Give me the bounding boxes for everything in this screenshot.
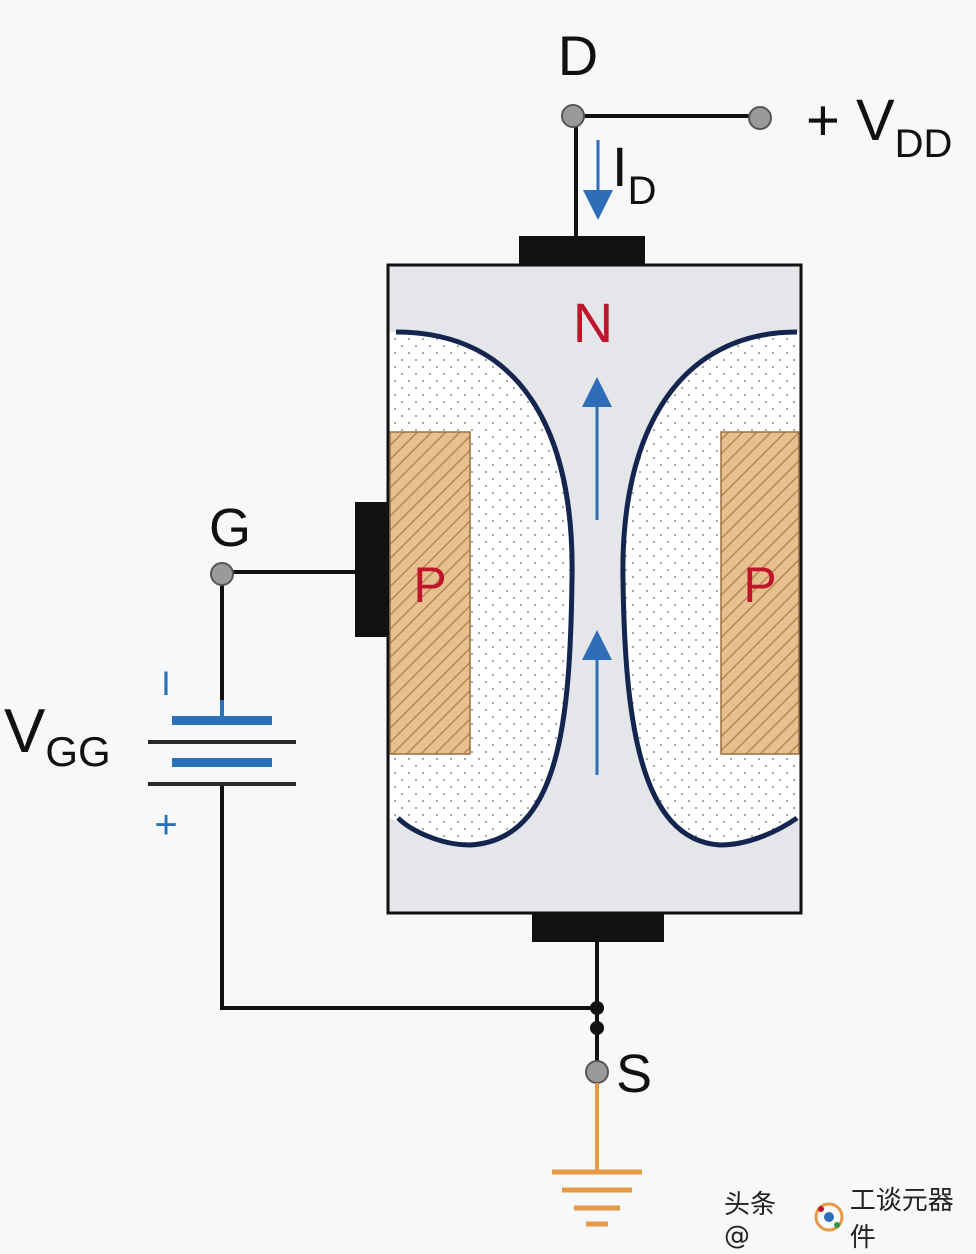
drain-label: D <box>558 24 598 87</box>
source-terminal <box>585 1060 609 1084</box>
vgg-label-sub: GG <box>45 728 110 775</box>
depletion-boundary-left <box>395 329 575 848</box>
gate-label: G <box>209 498 251 558</box>
p-label-left: P <box>413 557 446 613</box>
p-region-right <box>720 431 800 755</box>
battery-plate-short-bottom <box>172 758 272 767</box>
vgg-label-main: V <box>4 697 46 766</box>
battery-plate-long-top <box>148 740 296 744</box>
watermark-prefix: 头条 @ <box>724 1189 777 1251</box>
source-label: S <box>616 1044 652 1104</box>
drain-current-sub: D <box>628 169 657 213</box>
drain-terminal <box>561 104 585 128</box>
n-channel-label: N <box>573 291 613 354</box>
vdd-label-main: + V <box>806 88 895 153</box>
watermark: 头条 @ 工谈元器件 <box>724 1180 976 1254</box>
gate-contact <box>355 502 388 637</box>
watermark-logo-icon <box>814 1202 844 1232</box>
source-contact <box>532 913 664 942</box>
drain-current-main: I <box>612 135 628 198</box>
drain-wire <box>574 114 760 236</box>
p-region-left <box>389 431 471 755</box>
vdd-terminal <box>748 106 772 130</box>
source-junction-dot-lower <box>590 1021 604 1035</box>
gate-wire <box>220 570 355 700</box>
gate-terminal <box>210 562 234 586</box>
drain-contact <box>519 236 645 265</box>
watermark-suffix: 工谈元器件 <box>849 1186 954 1253</box>
p-label-right: P <box>743 557 776 613</box>
vdd-label-sub: DD <box>895 122 953 166</box>
source-gate-return-wire <box>220 786 597 1010</box>
drain-current-label: ID <box>612 135 656 213</box>
vgg-label: VGG <box>4 697 111 775</box>
battery-plus-label: + <box>154 803 177 847</box>
vdd-label: + VDD <box>806 88 952 166</box>
battery-minus-label: I <box>161 665 170 703</box>
battery-plate-long-bottom <box>148 782 296 786</box>
battery-plate-short-top <box>172 716 272 725</box>
depletion-boundary-right <box>620 329 799 848</box>
source-junction-dot-upper <box>590 1001 604 1015</box>
